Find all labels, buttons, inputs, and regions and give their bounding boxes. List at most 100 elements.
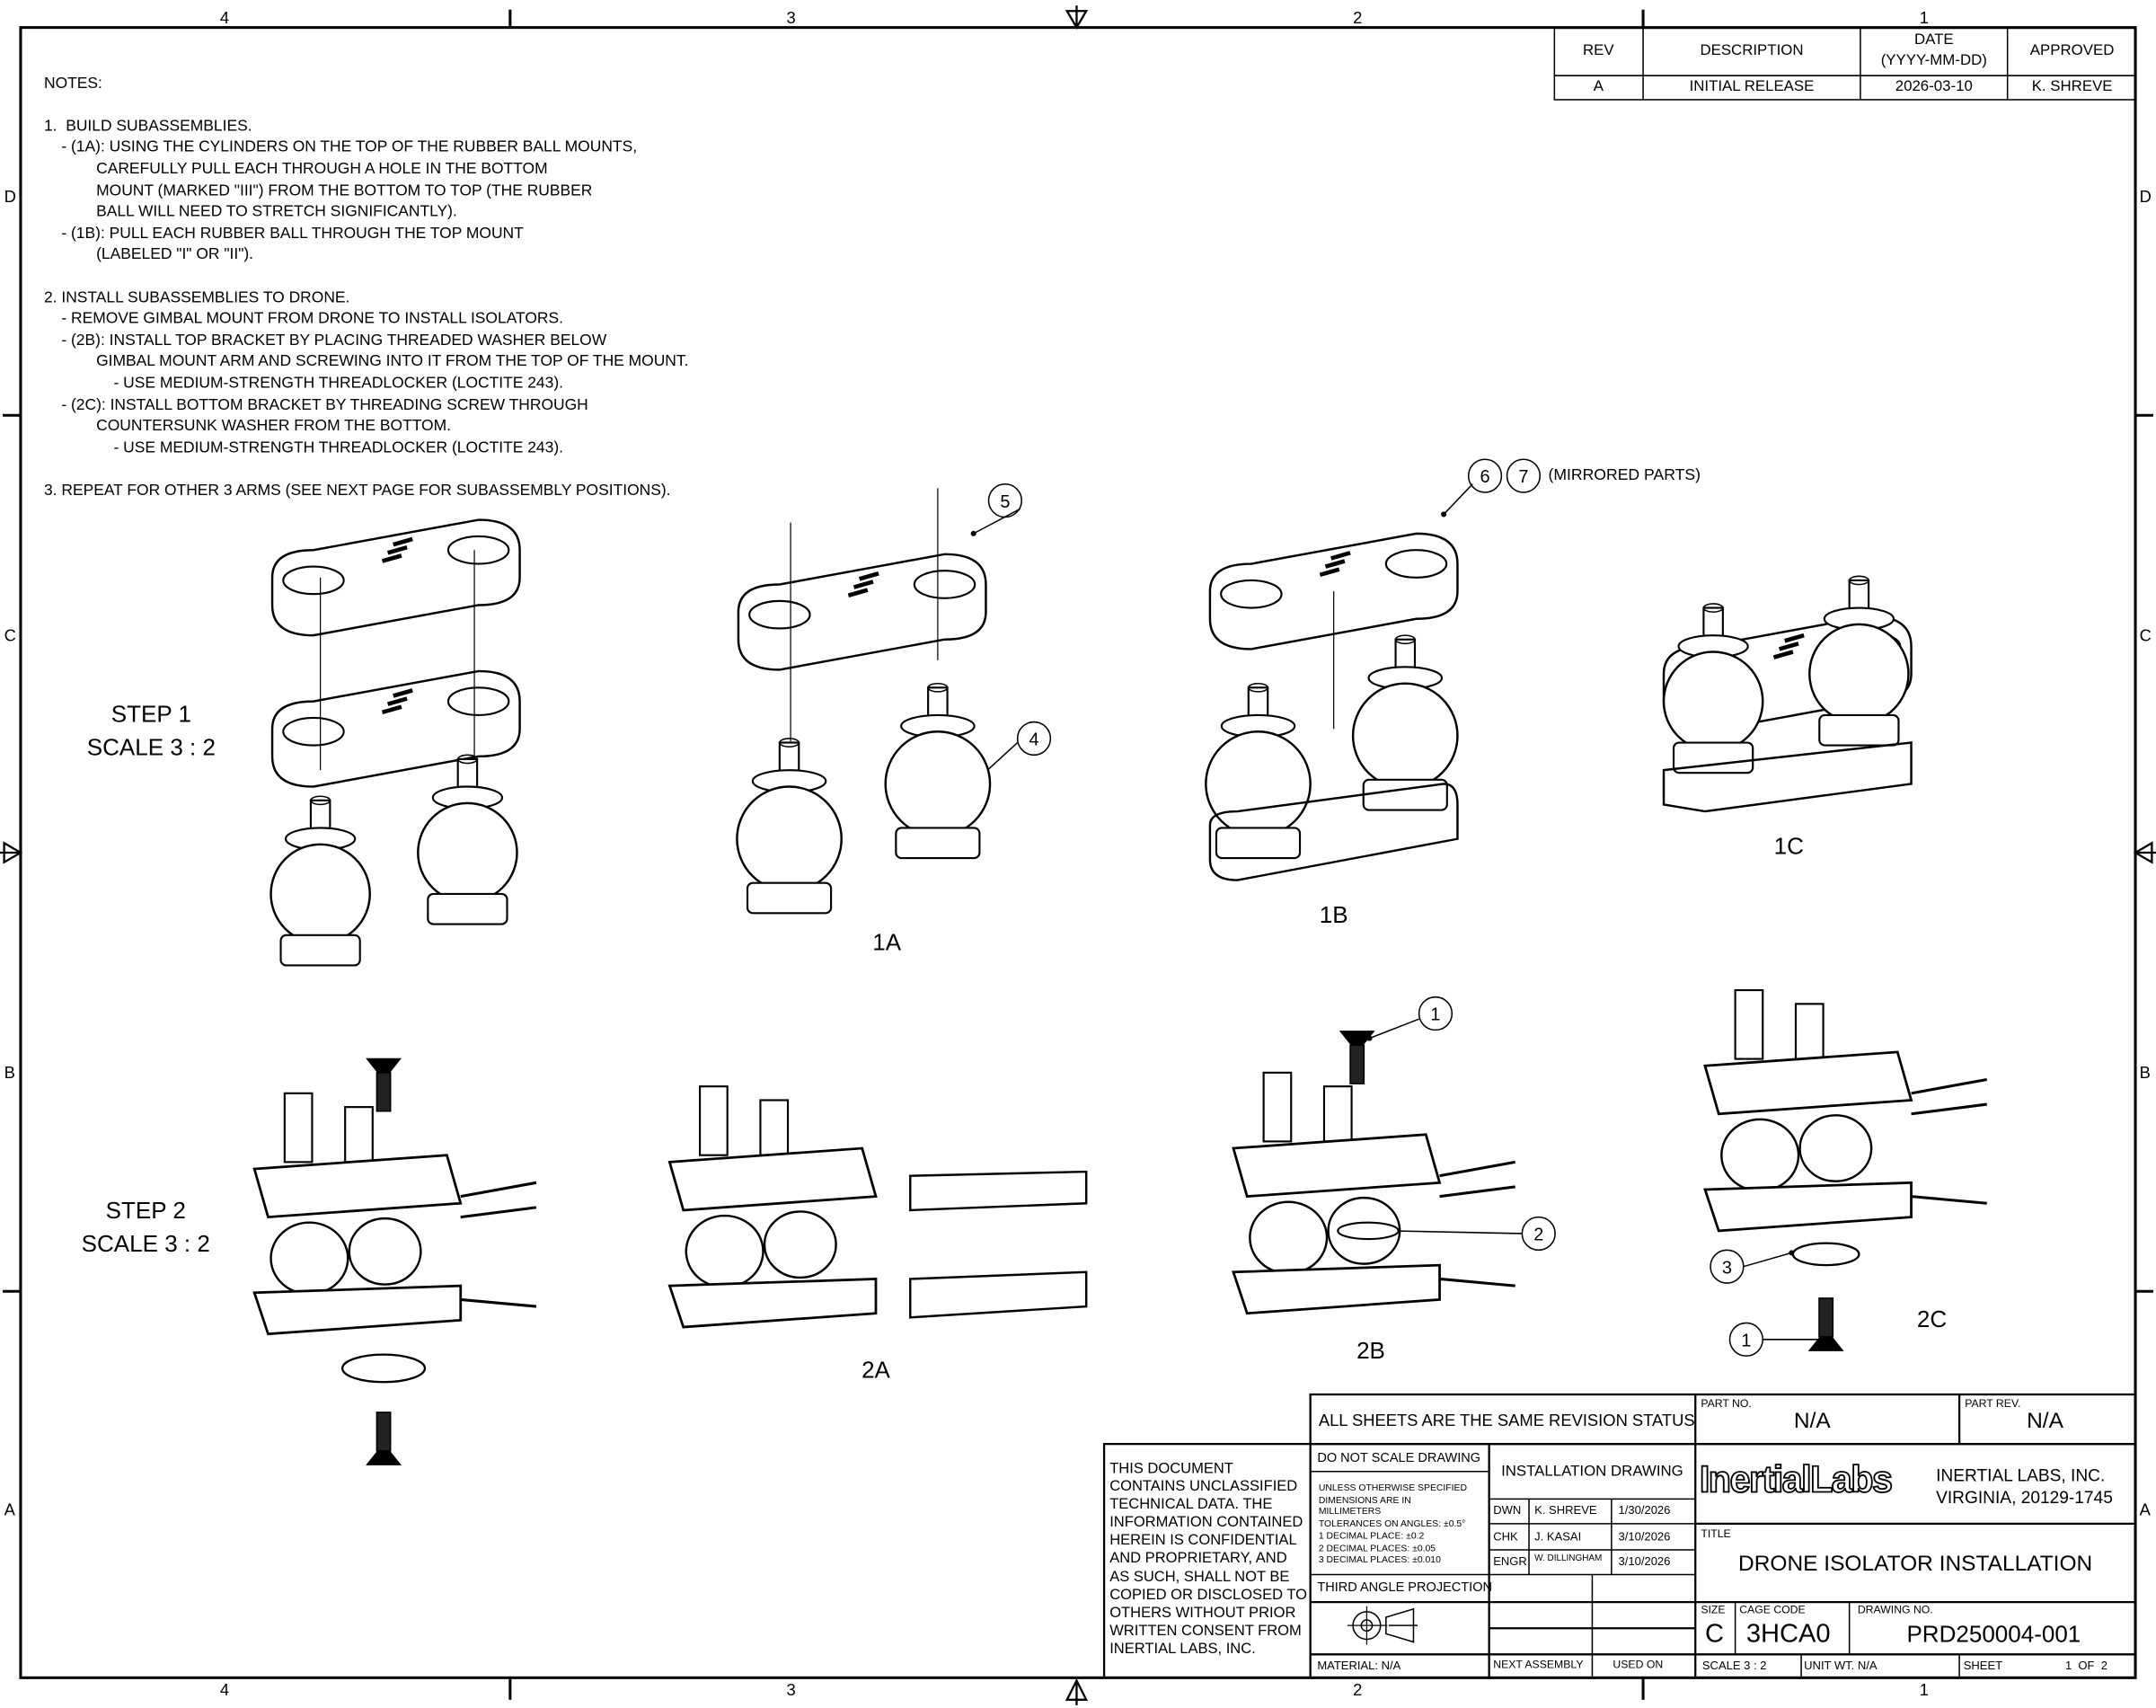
bracket-hole (748, 599, 811, 630)
bracket-slot (858, 571, 879, 581)
ball-mount-base (1818, 713, 1900, 747)
rev-header: REV (1583, 42, 1614, 59)
balloon-circle (1728, 1322, 1763, 1357)
bracket-slot (386, 696, 408, 706)
leader-arrow (970, 530, 976, 536)
screw-thread (1349, 1044, 1365, 1084)
zone-row-c: C (4, 625, 16, 645)
screw-thread (1818, 1297, 1834, 1338)
view-2c-label: 2C (1916, 1306, 1948, 1333)
leader-line (1443, 483, 1473, 515)
bracket-slot (847, 588, 869, 597)
step2-bottom-bracket (252, 1284, 463, 1336)
notice-line: COPIED OR DISCLOSED TO (1109, 1586, 1307, 1604)
countersunk-screw (1339, 1031, 1375, 1047)
signoff-date: 1/30/2026 (1618, 1502, 1671, 1518)
notice-line: CONTAINS UNCLASSIFIED (1109, 1478, 1298, 1495)
balloon-6: 6 (1480, 465, 1490, 487)
notice-line: HEREIN IS CONFIDENTIAL (1109, 1532, 1297, 1550)
rubber-ball (1327, 1196, 1401, 1265)
part-no-label: PART NO. (1701, 1397, 1752, 1410)
ball-mount-stem (1794, 1003, 1825, 1060)
balloon-circle (1506, 458, 1542, 493)
zone-col-3-bottom: 3 (786, 1680, 796, 1700)
revision-status-note: ALL SHEETS ARE THE SAME REVISION STATUS (1318, 1411, 1695, 1430)
view-2c-top-bracket (1703, 1050, 1913, 1116)
balloon-1-screw-top: 1 (1430, 1004, 1441, 1025)
date-format-header: (YYYY-MM-DD) (1880, 52, 1987, 69)
bracket-hole (446, 686, 510, 716)
balloon-7: 7 (1518, 465, 1529, 487)
ball-mount-stem-top (779, 738, 800, 748)
zone-row-d: D (4, 187, 16, 207)
notice-line: WRITTEN CONSENT FROM (1109, 1622, 1302, 1640)
balloon-1-screw-bottom: 1 (1741, 1330, 1752, 1351)
leader-line (973, 508, 1021, 535)
step2-scale: SCALE 3 : 2 (81, 1230, 210, 1257)
zone-col-1-bottom: 1 (1919, 1680, 1929, 1700)
bracket-slot (393, 536, 413, 547)
rubber-ball (1798, 1114, 1873, 1183)
ball-mount-stem-top (1702, 603, 1724, 613)
bracket-slot (1319, 567, 1340, 577)
countersunk-screw (366, 1058, 402, 1074)
ball-mount-stem-top (927, 682, 949, 693)
balloon-2: 2 (1533, 1224, 1544, 1245)
countersunk-washer (1791, 1242, 1860, 1267)
ball-mount-base (1215, 827, 1302, 860)
approved-value: K. SHREVE (2031, 78, 2113, 95)
ball-mount-base (427, 892, 508, 925)
part-rev-label: PART REV. (1965, 1397, 2021, 1410)
leader-line (1388, 1230, 1523, 1235)
zone-row-b: B (4, 1063, 15, 1083)
view-2a-label: 2A (862, 1357, 890, 1384)
zone-col-4: 4 (219, 8, 230, 28)
center-arrow-top (1065, 5, 1089, 30)
rubber-ball (1249, 1200, 1329, 1275)
note-line: MOUNT (MARKED "III") FROM THE BOTTOM TO … (43, 181, 593, 199)
top-mount (737, 553, 987, 671)
zone-col-2: 2 (1353, 8, 1363, 28)
revision-table (1553, 27, 2137, 101)
bracket-slot (1772, 650, 1794, 659)
leader-line (984, 741, 1019, 774)
description-header: DESCRIPTION (1700, 42, 1804, 59)
projection-label: THIRD ANGLE PROJECTION (1317, 1580, 1493, 1596)
balloon-4: 4 (1029, 729, 1039, 750)
notice-line: THIS DOCUMENT (1109, 1460, 1233, 1477)
drawing-no-label: DRAWING NO. (1857, 1603, 1933, 1616)
view-1a-label: 1A (872, 929, 902, 956)
countersunk-washer (340, 1353, 427, 1384)
sheet-number: 1 OF 2 (2064, 1658, 2107, 1673)
signoff-name: W. DILLINGHAM (1534, 1553, 1603, 1564)
bracket-slot (386, 544, 408, 555)
bracket-hole (446, 535, 510, 565)
note-line: COUNTERSUNK WASHER FROM THE BOTTOM. (43, 418, 451, 435)
leader-line (1369, 1018, 1419, 1040)
size-label: SIZE (1701, 1603, 1726, 1616)
countersunk-screw (1807, 1335, 1844, 1351)
top-mount (270, 518, 521, 637)
rubber-ball (736, 785, 843, 893)
zone-row-a-right: A (2139, 1500, 2151, 1520)
center-arrow-left (0, 841, 23, 864)
rubber-ball (884, 730, 992, 837)
rubber-ball (417, 801, 518, 904)
notice-line: OTHERS WITHOUT PRIOR (1109, 1604, 1296, 1622)
view-1c-label: 1C (1773, 833, 1804, 860)
notice-line: INERTIAL LABS, INC. (1109, 1640, 1256, 1658)
drone-arm (1439, 1160, 1515, 1288)
material-note: MATERIAL: N/A (1317, 1658, 1401, 1673)
screw-thread (376, 1072, 392, 1112)
title-label: TITLE (1701, 1527, 1731, 1541)
view-2c-bottom-bracket (1703, 1181, 1913, 1233)
note-line: GIMBAL MOUNT ARM AND SCREWING INTO IT FR… (43, 353, 689, 371)
signoff-name: K. SHREVE (1534, 1502, 1597, 1518)
ball-mount-stem-top (310, 795, 331, 806)
balloon-5: 5 (1000, 491, 1011, 512)
rev-value: A (1593, 78, 1604, 95)
